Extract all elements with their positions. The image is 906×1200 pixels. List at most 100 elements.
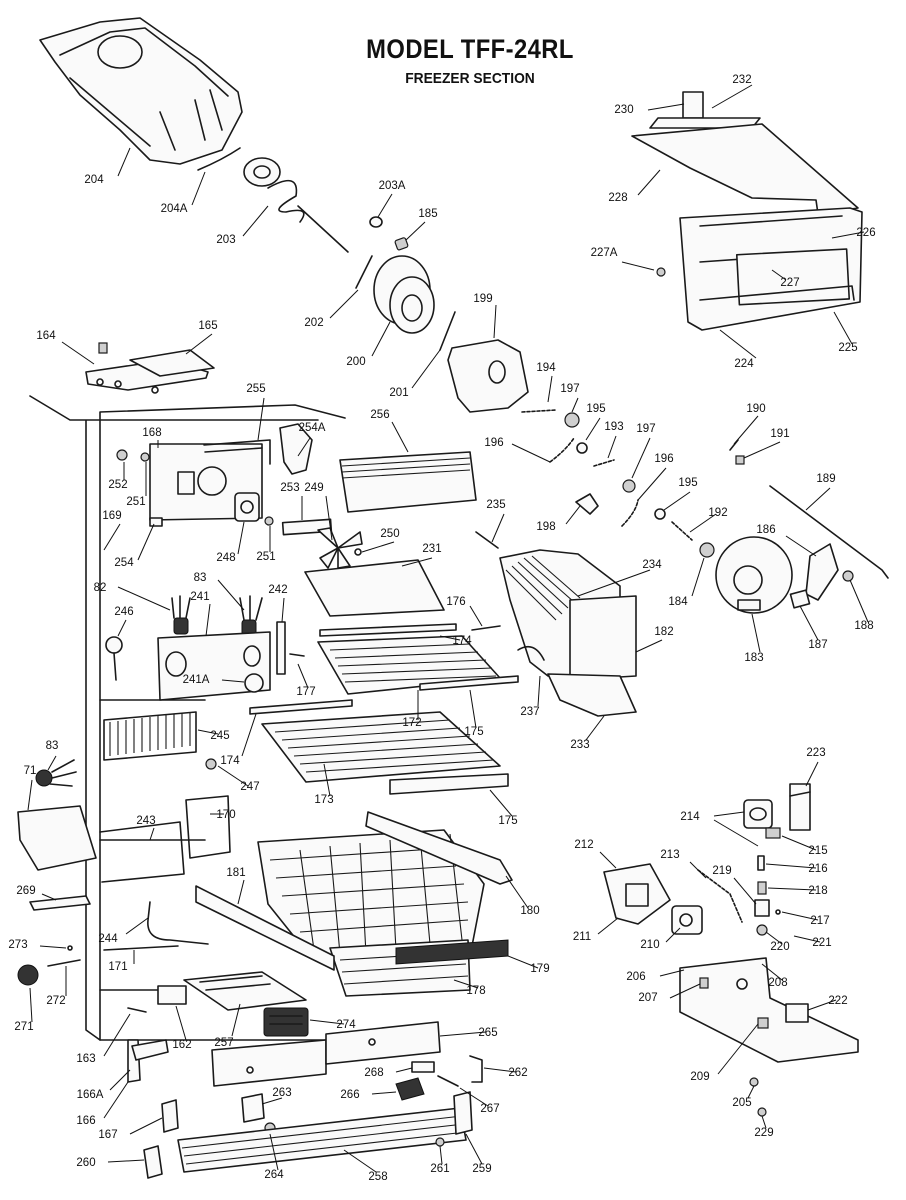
callout-251a: 251: [126, 462, 147, 508]
leader-line-222: [807, 999, 837, 1011]
leader-line-216: [765, 863, 817, 869]
part-number-label: 206: [626, 971, 645, 983]
leader-line-202: [329, 289, 359, 319]
callout-233: 233: [570, 715, 605, 751]
callout-181: 181: [226, 867, 246, 905]
callout-197b: 197: [631, 423, 656, 479]
leader-line-225: [833, 311, 853, 345]
callout-166: 166: [76, 1081, 129, 1127]
screw-163-part: [127, 1007, 147, 1013]
part-number-label: 194: [536, 362, 556, 374]
callout-183: 183: [744, 613, 764, 664]
part-number-label: 166: [76, 1115, 95, 1127]
part-number-label: 205: [732, 1097, 751, 1109]
callout-254A: 254A: [297, 422, 326, 457]
part-number-label: 204: [84, 174, 104, 186]
callout-174a: 174: [439, 635, 472, 647]
part-number-label: 251: [256, 551, 275, 563]
callout-171: 171: [108, 950, 135, 973]
spacer-254-part: [149, 517, 163, 527]
part-number-label: 233: [570, 739, 589, 751]
callout-267: 267: [459, 1087, 500, 1115]
callout-249: 249: [304, 482, 333, 541]
part-number-label: 195: [678, 477, 697, 489]
part-number-label: 228: [608, 192, 627, 204]
part-number-label: 248: [216, 552, 235, 564]
fan-blade-249-part: [317, 527, 363, 569]
bucket-spring-part: [197, 147, 241, 171]
leader-line-223: [805, 761, 819, 787]
part-number-label: 180: [520, 905, 539, 917]
air-grille-256-part: [339, 451, 477, 513]
fan-motor-248-part: [234, 492, 260, 522]
part-number-label: 264: [264, 1169, 284, 1181]
leader-line-164: [61, 341, 95, 365]
part-number-label: 195: [586, 403, 605, 415]
part-number-label: 262: [508, 1067, 527, 1079]
callout-83b: 83: [46, 740, 58, 771]
part-number-label: 214: [680, 811, 700, 823]
leader-line-221: [793, 935, 821, 943]
strip-268-part: [411, 1061, 435, 1073]
clip-209-part: [757, 1017, 769, 1029]
part-number-label: 211: [573, 931, 591, 943]
callout-175a: 175: [464, 689, 484, 738]
leader-line-183: [751, 613, 761, 653]
leader-line-203: [242, 205, 269, 237]
leader-line-218: [767, 887, 817, 891]
leader-line-173: [323, 763, 331, 797]
bracket-259-part: [453, 1091, 473, 1135]
screw-247-part: [205, 758, 217, 770]
callout-83a: 83: [194, 572, 245, 611]
part-number-label: 222: [828, 995, 847, 1007]
leader-line-200: [371, 321, 391, 357]
evaporator-cover-shelf-part: [631, 91, 859, 215]
leader-line-244: [125, 917, 149, 935]
leader-line-197b: [631, 437, 651, 479]
wire-shelf-173-part: [249, 699, 509, 795]
solenoid-214-part: [743, 799, 781, 839]
callout-186: 186: [756, 524, 817, 557]
part-number-label: 268: [364, 1067, 383, 1079]
callout-169: 169: [102, 510, 122, 551]
leader-line-230: [647, 103, 685, 111]
leader-line-205: [747, 1085, 755, 1099]
part-number-label: 202: [304, 317, 323, 329]
bottom-hinge-166-part: [127, 1039, 169, 1083]
part-number-label: 181: [226, 867, 245, 879]
screw-261-part: [435, 1137, 445, 1147]
leader-line-188: [849, 579, 869, 623]
part-number-label: 178: [466, 985, 485, 997]
slide-rail-181-part: [195, 885, 335, 971]
bracket-262-part: [469, 1055, 483, 1083]
part-number-label: 247: [240, 781, 259, 793]
clip-176-part: [471, 625, 501, 631]
part-number-label: 165: [198, 320, 217, 332]
part-number-label: 260: [76, 1157, 95, 1169]
callout-204A: 204A: [161, 171, 206, 215]
part-number-label: 226: [856, 227, 875, 239]
callout-192: 192: [689, 507, 728, 533]
part-number-label: 271: [14, 1021, 33, 1033]
leader-line-209: [717, 1023, 759, 1075]
fan-mounting-panel-part: [149, 439, 271, 521]
leader-line-167: [129, 1117, 163, 1135]
shaft-235-part: [475, 531, 499, 549]
callout-257: 257: [214, 1003, 241, 1049]
part-number-label: 175: [498, 815, 517, 827]
part-number-label: 221: [812, 937, 831, 949]
leader-line-265: [439, 1031, 487, 1037]
part-number-label: 196: [484, 437, 503, 449]
part-number-label: 261: [430, 1163, 449, 1175]
callout-190: 190: [733, 403, 766, 445]
part-number-label: 257: [214, 1037, 233, 1049]
part-number-label: 167: [98, 1129, 117, 1141]
leader-line-215: [781, 835, 817, 851]
switch-187-part: [789, 589, 811, 609]
callout-208: 208: [761, 963, 788, 989]
callout-168: 168: [142, 427, 162, 448]
leader-line-263: [261, 1097, 283, 1105]
part-number-label: 254A: [299, 422, 326, 434]
leader-line-264: [269, 1133, 279, 1171]
part-number-label: 258: [368, 1171, 387, 1183]
